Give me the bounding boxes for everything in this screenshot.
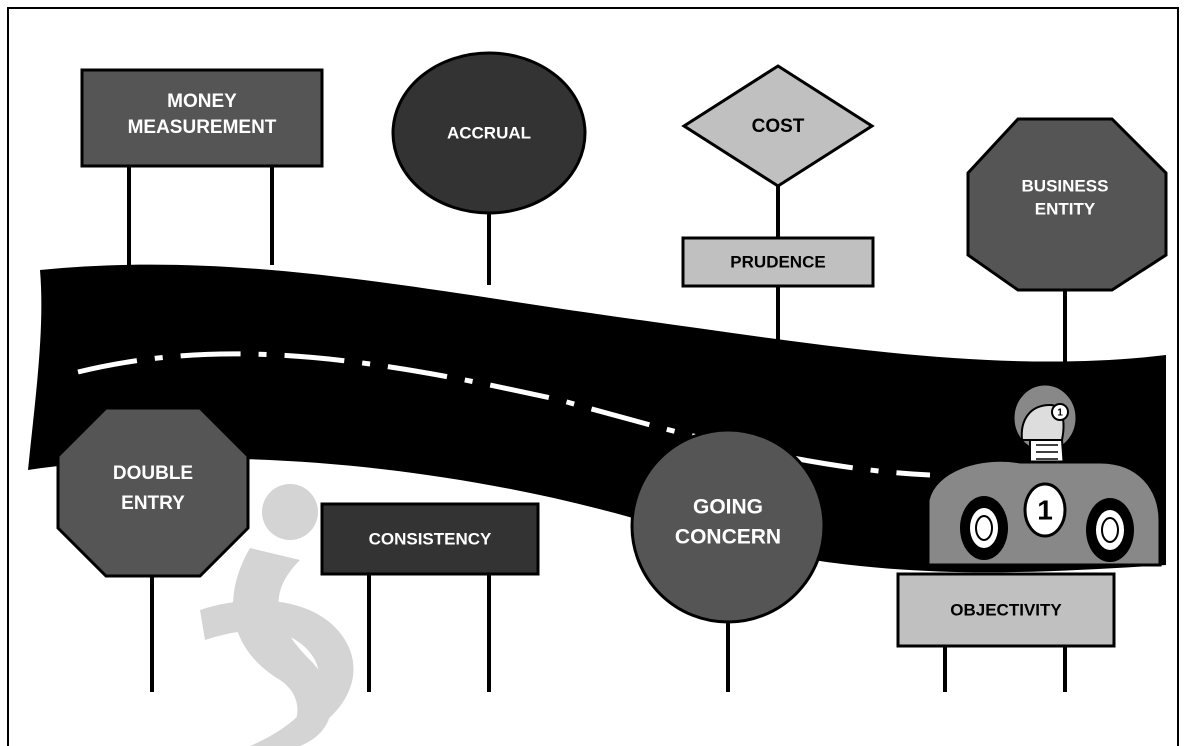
sign-double-entry: DOUBLE ENTRY — [56, 406, 250, 578]
cost-label: COST — [752, 116, 805, 137]
consistency-label: CONSISTENCY — [369, 529, 492, 548]
car-wheel-right — [1086, 498, 1134, 562]
double-entry-line2: ENTRY — [121, 493, 185, 514]
sign-accrual: ACCRUAL — [391, 51, 587, 215]
bottom-sign-posts — [150, 572, 1067, 692]
sign-prudence: PRUDENCE — [681, 236, 875, 288]
road — [28, 264, 1166, 573]
accrual-label: ACCRUAL — [447, 123, 531, 142]
money-measurement-line1: MONEY — [167, 91, 237, 112]
car-wheel-left — [960, 496, 1008, 560]
sign-objectivity: OBJECTIVITY — [896, 572, 1116, 648]
sign-going-concern: GOING CONCERN — [630, 428, 826, 624]
business-entity-line1: BUSINESS — [1022, 176, 1109, 195]
business-entity-line2: ENTITY — [1035, 199, 1096, 218]
sign-money-measurement: MONEY MEASUREMENT — [80, 68, 324, 168]
double-entry-line1: DOUBLE — [113, 463, 193, 484]
going-concern-line2: CONCERN — [675, 526, 781, 549]
going-concern-line1: GOING — [693, 496, 763, 519]
helmet-number: 1 — [1057, 408, 1063, 419]
car-number: 1 — [1037, 494, 1053, 525]
watermark-logo — [200, 484, 354, 746]
road-center-line — [77, 351, 931, 478]
sign-consistency: CONSISTENCY — [320, 502, 540, 576]
objectivity-label: OBJECTIVITY — [950, 600, 1062, 619]
prudence-label: PRUDENCE — [730, 252, 825, 271]
race-car: 1 1 — [926, 382, 1162, 567]
sign-cost: COST — [681, 64, 875, 188]
sign-business-entity: BUSINESS ENTITY — [966, 117, 1168, 292]
money-measurement-line2: MEASUREMENT — [128, 117, 277, 138]
